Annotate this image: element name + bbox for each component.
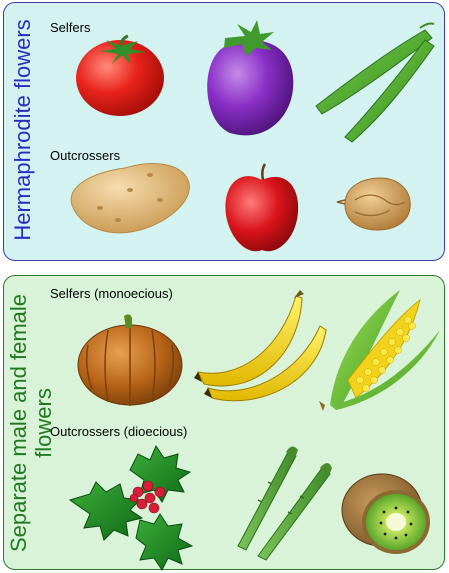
banana-icon [194,290,327,402]
outcrossers-dioecious-label: Outcrossers (dioecious) [50,424,188,439]
corn-icon [319,290,440,411]
apple-icon [225,163,299,252]
holly-icon [68,444,194,571]
green-bean-icon [315,22,435,143]
eggplant-icon [207,20,294,136]
pumpkin-icon [77,314,183,406]
outcrossers-label: Outcrossers [50,148,121,163]
selfers-monoecious-label: Selfers (monoecious) [50,286,173,301]
selfers-label: Selfers [50,20,91,35]
tomato-icon [76,34,164,116]
potato-icon [70,163,190,234]
asparagus-icon [237,446,332,561]
kiwi-icon [341,473,430,554]
walnut-icon [336,177,411,231]
